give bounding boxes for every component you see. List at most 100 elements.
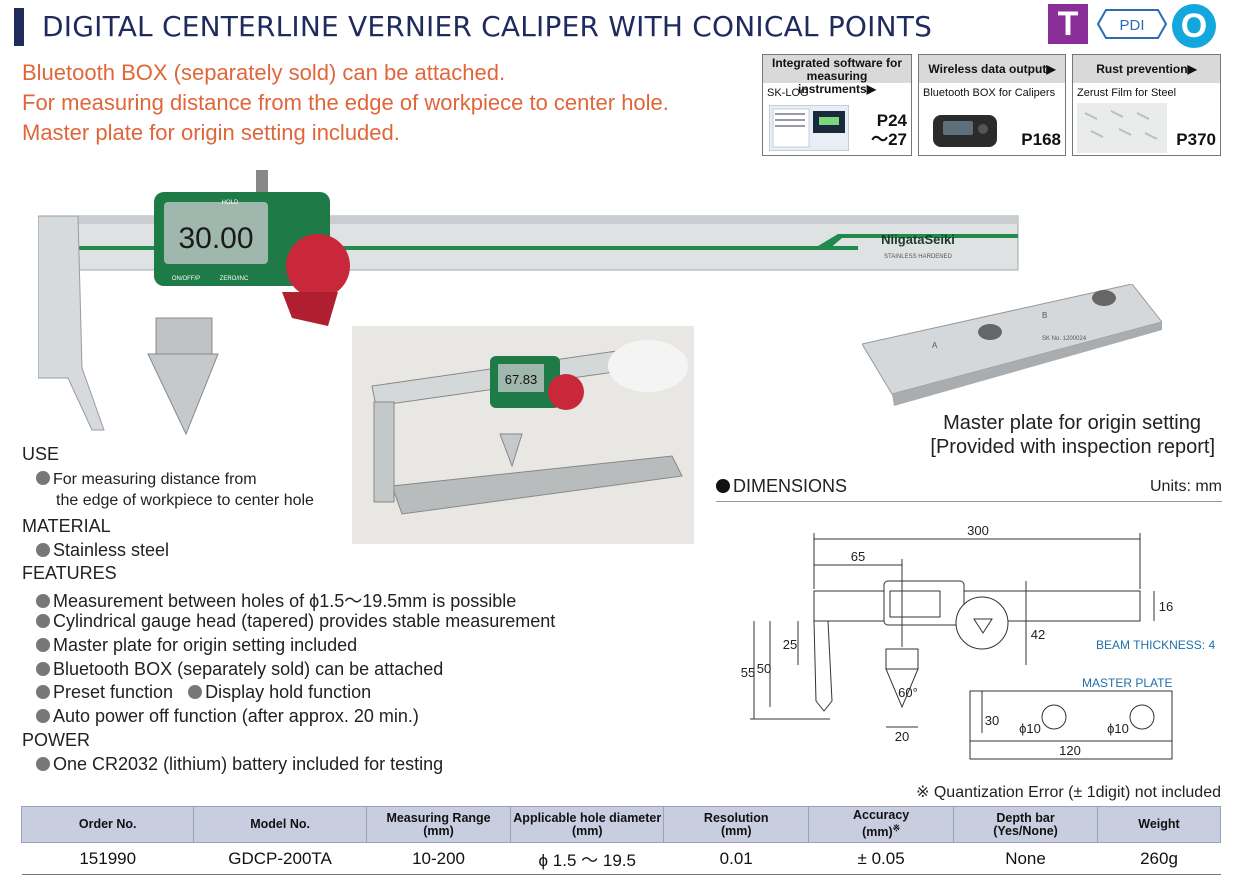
- bullet-icon: [36, 471, 50, 485]
- bullet-icon: [36, 757, 50, 771]
- ref-box-bluetooth[interactable]: Wireless data output▶ Bluetooth BOX for …: [918, 54, 1066, 156]
- col-measuring-range: Measuring Range (mm): [365, 806, 512, 843]
- ref-heading: Rust prevention▶: [1073, 55, 1220, 83]
- ref-page: P24 ～27: [871, 111, 907, 149]
- ref-page: P370: [1176, 130, 1216, 149]
- bullet-icon: [36, 685, 50, 699]
- cell-hole-diameter: ϕ 1.5 ～ 19.5: [510, 842, 664, 875]
- col-model-no: Model No.: [193, 806, 367, 843]
- cell-weight: 260g: [1097, 842, 1221, 875]
- dim-beam-height: 16: [1159, 599, 1173, 614]
- zero-label: ZERO/INC: [220, 276, 249, 282]
- bullet-icon: [36, 709, 50, 723]
- intro-line-1: Bluetooth BOX (separately sold) can be a…: [22, 60, 506, 85]
- col-depth-bar: Depth bar (Yes/None): [953, 806, 1099, 843]
- col-weight: Weight: [1097, 806, 1221, 843]
- pdi-badge-icon: PDI: [1096, 8, 1168, 40]
- bullet-icon: [36, 662, 50, 676]
- bullet-icon: [188, 685, 203, 699]
- intro-line-2: For measuring distance from the edge of …: [22, 90, 669, 115]
- col-accuracy: Accuracy (mm)※: [808, 806, 955, 843]
- dim-master-plate-label: MASTER PLATE: [1082, 676, 1172, 690]
- cell-accuracy: ± 0.05: [808, 842, 954, 875]
- use-item: For measuring distance from: [36, 468, 257, 489]
- quantization-note: ※ Quantization Error (± 1digit) not incl…: [916, 784, 1221, 801]
- power-item: One CR2032 (lithium) battery included fo…: [36, 754, 443, 775]
- master-plate-caption-2: [Provided with inspection report]: [930, 436, 1215, 458]
- dimensions-title: DIMENSIONS: [716, 476, 847, 497]
- use-item-cont: the edge of workpiece to center hole: [56, 492, 314, 509]
- ref-subtitle: Zerust Film for Steel: [1077, 87, 1177, 99]
- dimensions-header: DIMENSIONS Units: mm: [716, 476, 1222, 502]
- col-order-no: Order No.: [20, 806, 195, 843]
- feature-item: Auto power off function (after approx. 2…: [36, 706, 419, 727]
- dim-mp-hole-1: ϕ10: [1019, 721, 1041, 736]
- dim-mp-length: 120: [1059, 743, 1081, 758]
- ref-box-sklog[interactable]: Integrated software for measuring instru…: [762, 54, 912, 156]
- features-heading: FEATURES: [22, 563, 117, 583]
- o-badge-icon: O: [1172, 4, 1216, 48]
- spec-table: Order No. Model No. Measuring Range (mm)…: [20, 806, 1221, 875]
- use-heading: USE: [22, 444, 60, 464]
- photo-display-value: 67.83: [505, 372, 538, 387]
- software-screenshot-icon: [769, 105, 849, 151]
- zerust-film-icon: [1077, 103, 1167, 153]
- feature-item: Master plate for origin setting included: [36, 635, 357, 656]
- bullet-icon: [36, 614, 50, 628]
- page-title: DIGITAL CENTERLINE VERNIER CALIPER WITH …: [42, 10, 933, 43]
- ref-heading: Wireless data output▶: [919, 55, 1065, 83]
- ref-subtitle: Bluetooth BOX for Calipers: [923, 87, 1056, 99]
- on-off-label: ON/OFF/P: [172, 276, 200, 282]
- ref-page: P168: [1021, 130, 1061, 149]
- dim-angle: 60°: [898, 685, 918, 700]
- intro-line-3: Master plate for origin setting included…: [22, 120, 400, 145]
- t-badge-icon: T: [1048, 4, 1088, 44]
- power-heading: POWER: [22, 730, 91, 750]
- material-item: Stainless steel: [36, 540, 169, 561]
- dim-jaw-25: 25: [783, 637, 797, 652]
- dimensions-units: Units: mm: [1150, 478, 1222, 495]
- cell-depth-bar: None: [953, 842, 1098, 875]
- dim-head-height: 42: [1031, 627, 1045, 642]
- material-heading: MATERIAL: [22, 516, 111, 536]
- cell-resolution: 0.01: [663, 842, 809, 875]
- ref-subtitle: SK-LOG: [767, 87, 809, 99]
- cell-order-no: 151990: [21, 842, 194, 875]
- bullet-icon: [36, 543, 50, 557]
- hold-label: HOLD: [222, 200, 239, 206]
- plate-label-a: A: [932, 341, 938, 350]
- caliper-product-image: 30.00 HOLD ON/OFF/P ZERO/INC NiigataSeik…: [38, 170, 1019, 436]
- dim-mp-height: 30: [985, 713, 999, 728]
- dim-tip-width: 20: [895, 729, 909, 744]
- cell-model-no: GDCP-200TA: [193, 842, 367, 875]
- feature-item: Measurement between holes of ϕ1.5～19.5mm…: [36, 587, 516, 613]
- title-accent-bar: [14, 8, 24, 46]
- bullet-icon: [36, 594, 50, 608]
- col-resolution: Resolution (mm): [663, 806, 810, 843]
- dim-length: 300: [967, 523, 989, 538]
- dim-mp-hole-2: ϕ10: [1107, 721, 1129, 736]
- usage-photo: 67.83: [352, 326, 694, 544]
- caliper-display-value: 30.00: [178, 222, 253, 255]
- feature-item: Cylindrical gauge head (tapered) provide…: [36, 611, 555, 632]
- master-plate-image: A B SK No. 1200024: [862, 284, 1162, 406]
- master-plate-caption-1: Master plate for origin setting: [943, 412, 1201, 434]
- table-row: 151990 GDCP-200TA 10-200 ϕ 1.5 ～ 19.5 0.…: [21, 842, 1221, 875]
- dimension-drawing: 300 65 16 42 25 50 55 60° 20 30 120 ϕ10 …: [741, 523, 1215, 760]
- brand-logo: NiigataSeiki: [881, 232, 955, 247]
- col-hole-diameter: Applicable hole diameter (mm): [510, 806, 665, 843]
- plate-label-b: B: [1042, 311, 1047, 320]
- title-bar: DIGITAL CENTERLINE VERNIER CALIPER WITH …: [14, 6, 1014, 48]
- dim-jaw-55: 55: [741, 665, 755, 680]
- feature-item: Bluetooth BOX (separately sold) can be a…: [36, 659, 443, 680]
- pdi-badge-label: PDI: [1119, 17, 1144, 34]
- plate-serial: SK No. 1200024: [1042, 336, 1087, 342]
- dim-beam-thickness: BEAM THICKNESS: 4: [1096, 638, 1215, 652]
- dim-jaw-50: 50: [757, 661, 771, 676]
- dim-to-head: 65: [851, 549, 865, 564]
- accuracy-footnote-mark: ※: [892, 823, 901, 834]
- table-header-row: Order No. Model No. Measuring Range (mm)…: [20, 806, 1221, 843]
- ref-box-zerust[interactable]: Rust prevention▶ Zerust Film for Steel P…: [1072, 54, 1221, 156]
- feature-item: Preset function Display hold function: [36, 682, 371, 703]
- bluetooth-box-icon: [933, 115, 997, 147]
